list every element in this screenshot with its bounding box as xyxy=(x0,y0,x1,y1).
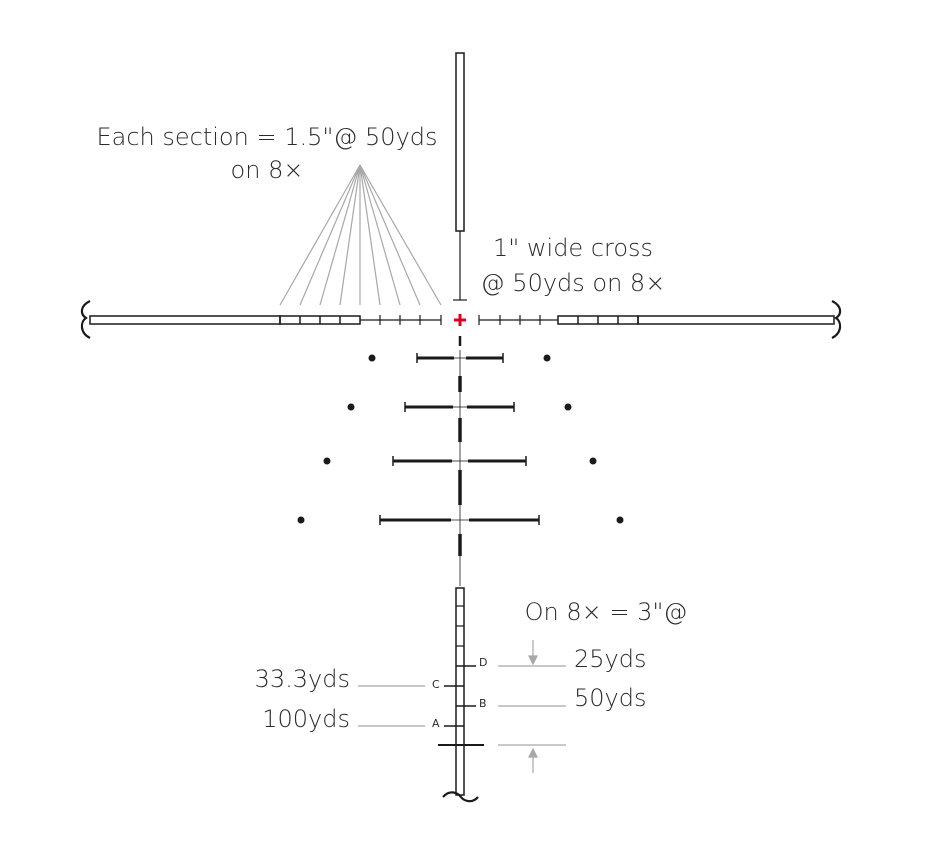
hash-bar-2 xyxy=(404,402,515,412)
mark-d-label: D xyxy=(479,656,487,669)
top-vertical-post xyxy=(453,52,467,301)
yds-100-label: 100yds xyxy=(262,705,350,733)
cross-label-line1: 1" wide cross xyxy=(493,234,653,262)
hash-bar-3 xyxy=(392,456,527,466)
mark-c-label: C xyxy=(432,678,440,691)
cross-label-line2: @ 50yds on 8× xyxy=(481,269,666,297)
eight-x-label: On 8× = 3"@ xyxy=(525,598,688,626)
yds-25-label: 25yds xyxy=(574,645,646,673)
center-red-cross xyxy=(454,314,466,326)
yds-33-label: 33.3yds xyxy=(255,665,350,693)
mark-a-label: A xyxy=(432,717,440,730)
wind-dots xyxy=(297,354,624,524)
hash-bar-1 xyxy=(416,353,504,363)
hash-bar-4 xyxy=(379,515,540,525)
right-horizontal-post xyxy=(478,300,842,339)
section-label-line1: Each section = 1.5"@ 50yds xyxy=(96,123,437,151)
bottom-vertical-post xyxy=(438,587,484,803)
left-horizontal-post xyxy=(80,300,442,339)
range-annotation-lines xyxy=(358,640,566,773)
mark-b-label: B xyxy=(479,697,487,710)
section-annotation-lines xyxy=(279,164,442,306)
yds-50-label: 50yds xyxy=(574,684,646,712)
section-label-line2: on 8× xyxy=(231,156,304,184)
